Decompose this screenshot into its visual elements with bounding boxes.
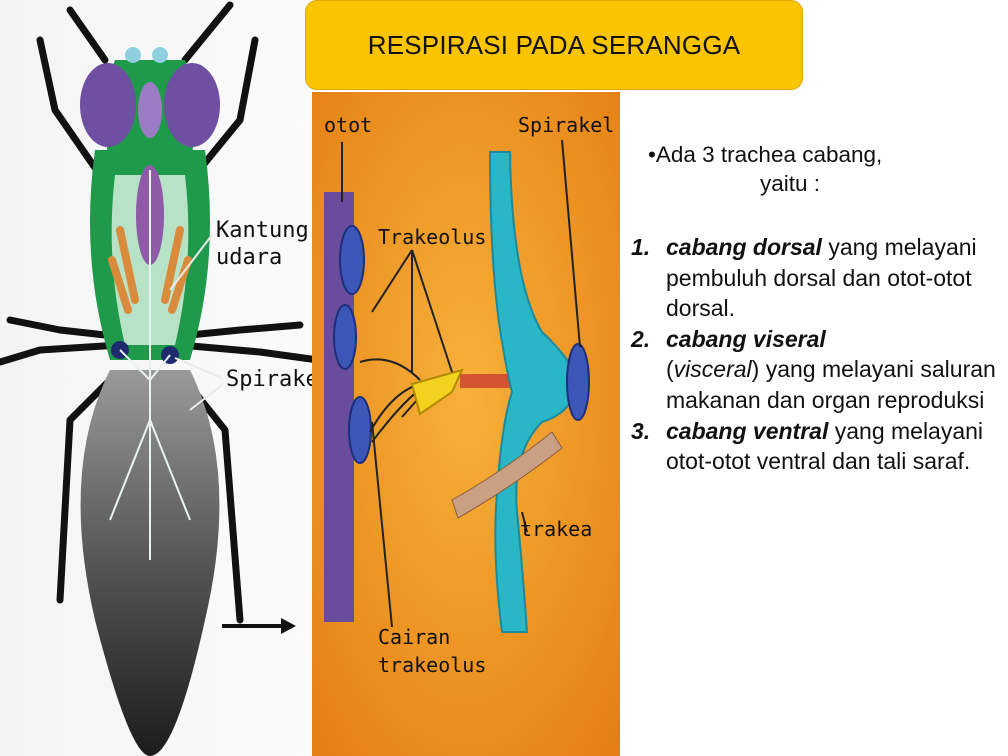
- branch-alt-name: visceral: [673, 356, 752, 383]
- label-fluid-line2: trakeolus: [378, 653, 486, 677]
- insect-eye-left: [80, 63, 136, 147]
- branch-name: cabang viseral: [666, 325, 826, 352]
- list-number: 3.: [631, 417, 651, 444]
- insect-eye-right: [164, 63, 220, 147]
- branch-list: 1. cabang dorsal yang melayani pembuluh …: [622, 232, 1002, 477]
- tracheole-cell: [348, 396, 372, 464]
- list-item: 2. cabang viseral (visceral) yang melayan…: [622, 324, 1002, 416]
- list-item: 1. cabang dorsal yang melayani pembuluh …: [622, 232, 1002, 324]
- description-panel: •Ada 3 trachea cabang, yaitu : 1. cabang…: [622, 140, 1002, 477]
- list-number: 1.: [631, 234, 651, 260]
- intro-line1: •Ada 3 trachea cabang,: [648, 142, 883, 167]
- arrow-right-icon: [222, 618, 296, 634]
- title-banner: RESPIRASI PADA SERANGGA: [305, 0, 803, 90]
- intro-line2: yaitu :: [760, 171, 821, 196]
- label-trachea: trakea: [520, 517, 592, 541]
- list-item: 3. cabang ventral yang melayani otot-oto…: [622, 416, 1002, 477]
- label-tracheole: Trakeolus: [378, 225, 486, 249]
- tracheole-cell: [333, 304, 357, 370]
- branch-name: cabang ventral: [666, 417, 829, 444]
- branch-description: yang melayani pembuluh dorsal dan otot-o…: [666, 234, 977, 322]
- branch-description: yang melayani otot-otot ventral dan tali…: [666, 417, 984, 475]
- insect-abdomen: [80, 370, 220, 756]
- branch-name: cabang dorsal: [666, 234, 822, 260]
- label-muscle: otot: [324, 113, 372, 137]
- list-number: 2.: [631, 325, 651, 352]
- label-insect-spiracle: Spirakel: [226, 367, 320, 392]
- trachea-tube: [488, 151, 579, 633]
- tracheal-system-diagram: otot Spirakel Trakeolus trakea Cairan tr…: [312, 92, 620, 756]
- label-air-sac-line2: udara: [216, 245, 282, 270]
- insect-illustration: Kantung udara Spirakel: [0, 0, 320, 756]
- branch-description: ) yang melayani saluran makanan dan orga…: [666, 356, 996, 413]
- spiracle-opening: [566, 343, 590, 421]
- tracheole-cell: [339, 225, 365, 295]
- intro-text: •Ada 3 trachea cabang, yaitu :: [622, 140, 1002, 198]
- label-spiracle: Spirakel: [518, 113, 614, 137]
- page-title: RESPIRASI PADA SERANGGA: [367, 29, 741, 60]
- branch-description-open: (: [666, 356, 674, 383]
- label-fluid-line1: Cairan: [378, 625, 450, 649]
- label-air-sac-line1: Kantung: [216, 218, 309, 243]
- tracheole-end-cell: [410, 368, 464, 416]
